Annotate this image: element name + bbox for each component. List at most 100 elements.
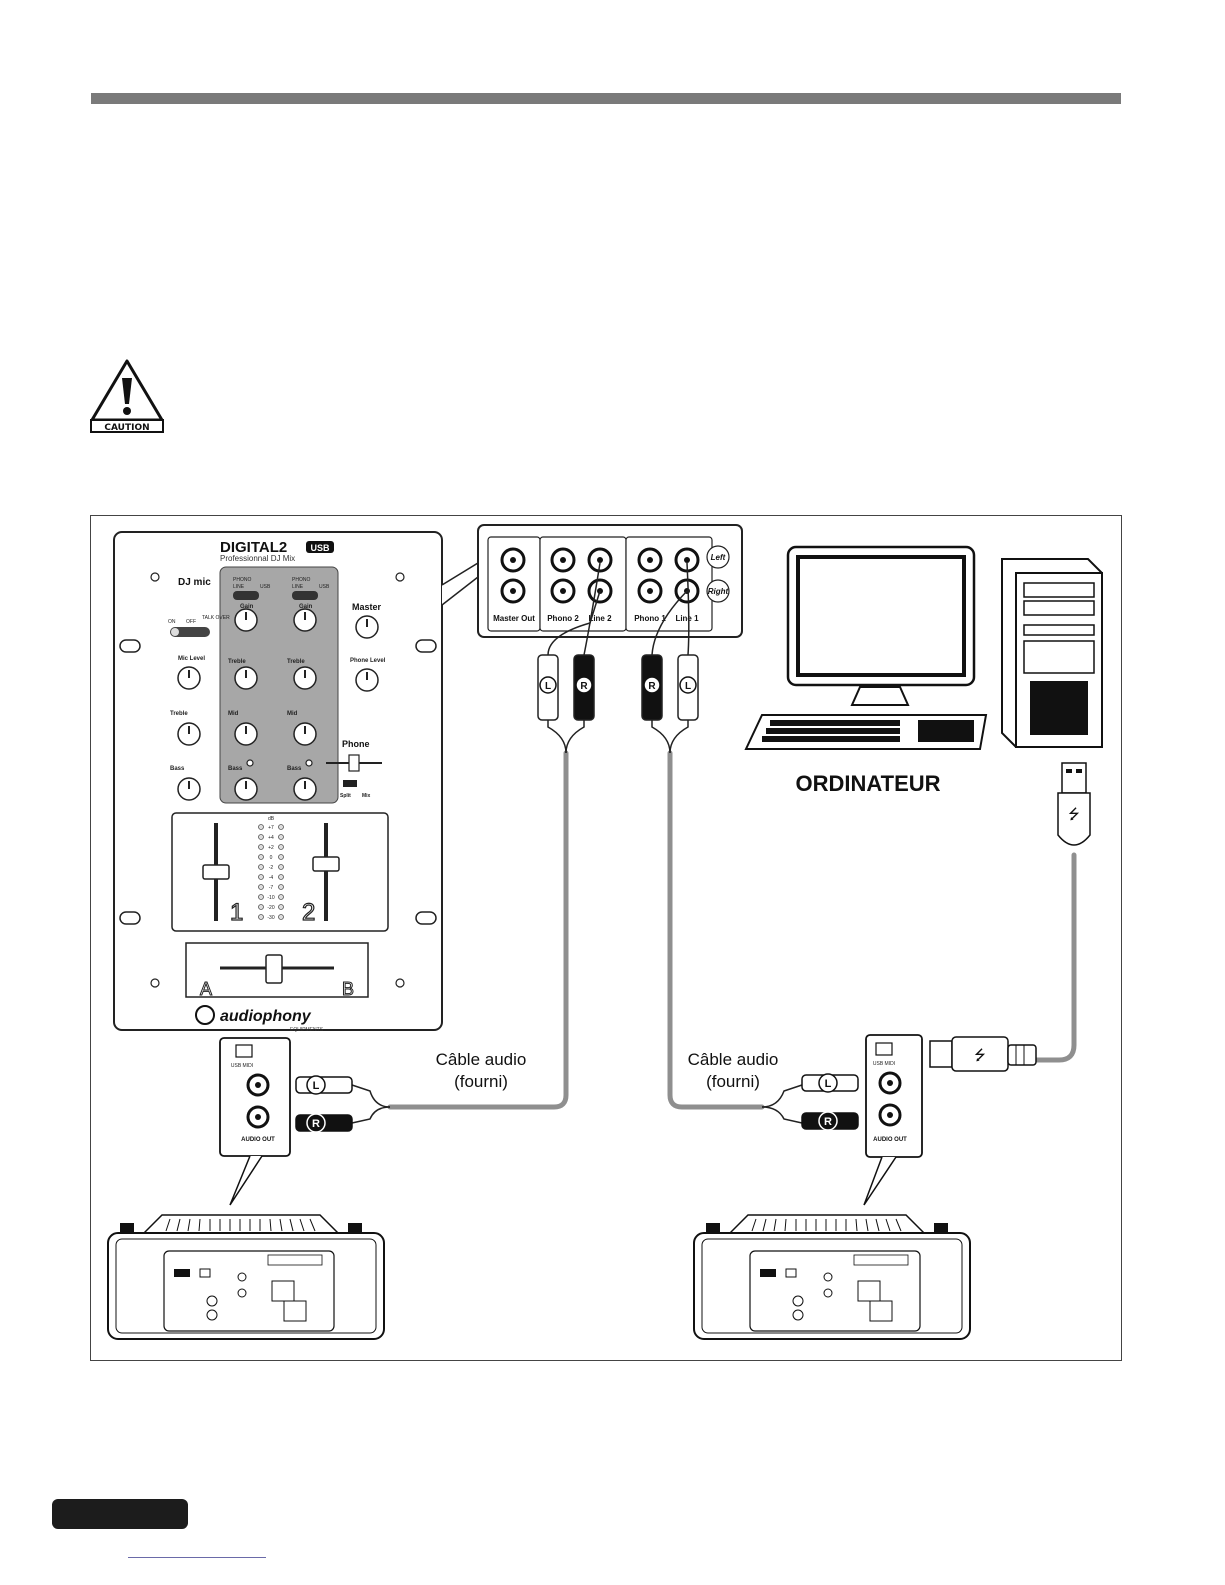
player-right xyxy=(693,1214,971,1340)
ch1-source-switch[interactable] xyxy=(233,591,259,600)
mic-bass-label: Bass xyxy=(170,766,185,772)
split-label: Split xyxy=(340,793,351,799)
caution-icon: CAUTION xyxy=(90,359,164,433)
left-cable-label-1: Câble audio xyxy=(436,1050,527,1069)
mixer: DIGITAL2 USB Professionnal DJ Mix DJ mic… xyxy=(113,531,443,1033)
left-label: Left xyxy=(711,553,726,562)
ch2-mid-label: Mid xyxy=(287,711,298,717)
usb-b-port-right[interactable] xyxy=(875,1042,893,1056)
mic-treble-label: Treble xyxy=(170,711,188,717)
left-audio-out-label: AUDIO OUT xyxy=(241,1137,275,1143)
right-player-io: USB MIDI AUDIO OUT xyxy=(863,1034,923,1206)
plug-top-1-label: L xyxy=(545,681,551,692)
svg-text:dB: dB xyxy=(268,816,275,822)
plug-top-2-label: R xyxy=(580,681,588,692)
mic-switch[interactable] xyxy=(170,627,210,637)
right-rca-plugs: L R xyxy=(801,1073,859,1131)
ch1-fader[interactable] xyxy=(202,864,230,880)
usb-b-plug: ⭍ xyxy=(929,1036,1037,1072)
ch2-bass-label: Bass xyxy=(287,766,302,772)
usb-b-port[interactable] xyxy=(235,1044,253,1058)
computer-label: ORDINATEUR xyxy=(795,771,940,796)
vu-meter: dB +7 +4 +2 0 -2 -4 -7 -10 -20 -30 xyxy=(267,816,274,921)
svg-text:-4: -4 xyxy=(269,875,274,881)
right-label: Right xyxy=(708,587,729,596)
left-player-io: USB MIDI AUDIO OUT xyxy=(219,1037,291,1206)
svg-text:-2: -2 xyxy=(269,865,274,871)
ch1-number: 1 xyxy=(230,899,243,926)
usb-b-icon: ⭍ xyxy=(974,1047,986,1063)
ch1-line: LINE xyxy=(233,584,245,590)
left-plug-l: L xyxy=(313,1080,320,1092)
plug-top-4-label: L xyxy=(685,681,691,692)
usb-badge-label: USB xyxy=(310,543,330,553)
svg-text:-30: -30 xyxy=(267,915,274,921)
phone-label: Phone xyxy=(342,739,370,749)
left-usb-midi-label: USB MIDI xyxy=(231,1063,253,1069)
right-plug-r: R xyxy=(824,1116,832,1128)
ch2-treble-label: Treble xyxy=(287,659,305,665)
mixer-logo-sub: EQUIPMENTS xyxy=(290,1027,324,1033)
master-out-label: Master Out xyxy=(493,614,535,623)
mixer-logo: audiophony xyxy=(220,1008,312,1025)
ch2-number: 2 xyxy=(302,899,315,926)
switch-off: OFF xyxy=(186,619,196,625)
phone-crossfader[interactable] xyxy=(348,754,360,772)
left-plug-r: R xyxy=(312,1118,320,1130)
ch1-gain-label: Gain xyxy=(240,604,254,610)
right-plug-l: L xyxy=(825,1078,832,1090)
ch2-phono: PHONO xyxy=(292,577,310,583)
diagram-frame xyxy=(90,515,1122,1361)
mic-level-label: Mic Level xyxy=(178,656,205,662)
phono1-label: Phono 1 xyxy=(634,614,666,623)
keyboard-icon xyxy=(744,714,988,750)
svg-text:+4: +4 xyxy=(268,835,274,841)
crossfader-b: B xyxy=(342,979,354,999)
svg-text:-20: -20 xyxy=(267,905,274,911)
ch1-usb: USB xyxy=(260,584,271,590)
rca-plugs-top: L R R L xyxy=(537,654,699,721)
rca-jacks[interactable] xyxy=(500,547,700,604)
left-cable-label-2: (fourni) xyxy=(454,1072,508,1091)
crossfader[interactable] xyxy=(265,954,283,984)
right-usb-midi-label: USB MIDI xyxy=(873,1061,895,1067)
right-audio-out-label: AUDIO OUT xyxy=(873,1137,907,1143)
mixer-subtitle: Professionnal DJ Mix xyxy=(220,554,295,563)
switch-on: ON xyxy=(168,619,176,625)
audiophony-logo-icon xyxy=(195,1005,215,1025)
mix-label: Mix xyxy=(362,793,371,799)
right-cable-label-2: (fourni) xyxy=(706,1072,760,1091)
ch2-line: LINE xyxy=(292,584,304,590)
svg-text:-7: -7 xyxy=(269,885,274,891)
plug-top-3-label: R xyxy=(648,681,656,692)
phone-level-label: Phone Level xyxy=(350,658,386,664)
footer-link-line xyxy=(128,1557,266,1558)
tower-icon xyxy=(1001,558,1103,748)
ch1-mid-label: Mid xyxy=(228,711,239,717)
crossfader-a: A xyxy=(200,979,212,999)
caution-label: CAUTION xyxy=(104,423,149,433)
ch1-treble-label: Treble xyxy=(228,659,246,665)
svg-text:0: 0 xyxy=(270,855,273,861)
split-mix-switch[interactable] xyxy=(343,780,357,787)
master-label: Master xyxy=(352,602,382,612)
ch2-source-switch[interactable] xyxy=(292,591,318,600)
switch-talkover: TALK OVER xyxy=(202,615,230,621)
page-number-tab xyxy=(52,1499,188,1529)
ch1-phono: PHONO xyxy=(233,577,251,583)
left-rca-plugs: L R xyxy=(295,1075,353,1133)
svg-text:+2: +2 xyxy=(268,845,274,851)
header-rule xyxy=(91,93,1121,104)
usb-icon: ⭍ xyxy=(1068,806,1080,822)
player-left xyxy=(107,1214,385,1340)
mixer-back-panel: Master Out Phono 2 Line 2 Phono 1 Line 1… xyxy=(477,524,743,638)
dj-mic-label: DJ mic xyxy=(178,577,211,588)
svg-text:+7: +7 xyxy=(268,825,274,831)
phono2-label: Phono 2 xyxy=(547,614,579,623)
ch2-fader[interactable] xyxy=(312,856,340,872)
computer: ORDINATEUR ⭍ xyxy=(744,545,1103,846)
line1-label: Line 1 xyxy=(675,614,699,623)
connection-diagram: DIGITAL2 USB Professionnal DJ Mix DJ mic… xyxy=(107,524,1103,1340)
right-cable-label-1: Câble audio xyxy=(688,1050,779,1069)
mixer-knobs[interactable] xyxy=(177,608,379,801)
